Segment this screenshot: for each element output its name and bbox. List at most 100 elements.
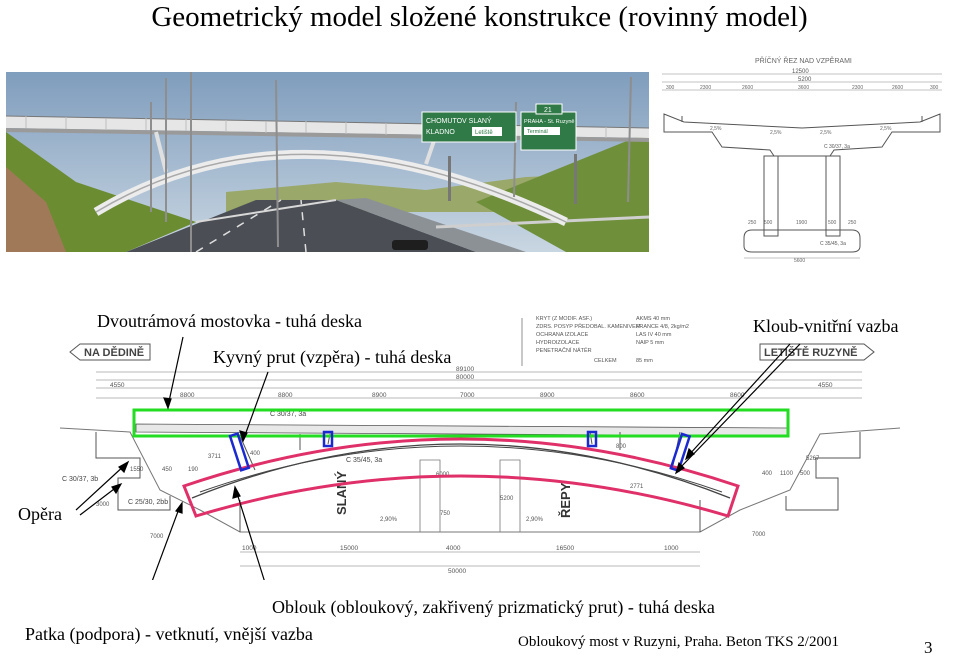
road-right: ŘEPY [558, 482, 573, 518]
arch-model-outline [182, 437, 740, 518]
cross-section-title: PŘÍČNÝ ŘEZ NAD VZPĚRAMI [755, 56, 852, 65]
small-dim-15: 400 [762, 471, 773, 477]
deck-model-box [132, 408, 790, 438]
xsec-dim-top-5: 2600 [892, 85, 903, 91]
slide-title: Geometrický model složené konstrukce (ro… [151, 1, 808, 33]
material-1: C 35/45, 3a [346, 457, 382, 464]
xsec-dim-top-6: 300 [930, 85, 939, 91]
small-dim-13: 7000 [752, 532, 766, 538]
sign-top: 21 [544, 107, 552, 114]
sign-right-line1: PRAHA - St. Ruzyně [524, 119, 574, 125]
xsec-dim-low-0: 250 [748, 220, 757, 226]
legend-row-3-value: NAIP 5 mm [636, 340, 664, 346]
bottom-dim-3: 16500 [556, 545, 574, 552]
legend-row-5-label: CELKEM [594, 358, 617, 364]
xsec-dim-top-4: 2300 [852, 85, 863, 91]
sign-left-badge: Letiště [475, 130, 493, 136]
label-footing: Patka (podpora) - vetknutí, vnější vazba [25, 624, 313, 644]
bottom-dim-4: 1000 [664, 545, 679, 552]
xsec-concrete-0: C 30/37, 3a [824, 144, 850, 150]
small-dim-11: 5267 [806, 456, 820, 462]
label-abutment: Opěra [18, 504, 62, 524]
material-3: C 25/30, 2bb [128, 499, 168, 506]
small-dim-4: 750 [440, 511, 451, 517]
dir-right: LETIŠTĚ RUZYNĚ [764, 346, 858, 359]
span-dim-2: 8800 [278, 392, 293, 399]
legend-row-2-label: OCHRANA IZOLACE [536, 332, 589, 338]
dir-left: NA DĚDINĚ [84, 346, 144, 359]
material-2: C 30/37, 3b [62, 476, 98, 483]
span-dim-4: 8900 [540, 392, 555, 399]
span-dim-7: 4550 [818, 382, 833, 389]
xsec-dim-top-2: 2600 [742, 85, 753, 91]
grade-left: 2,90% [380, 517, 398, 523]
xsec-dim-low-1: 500 [764, 220, 773, 226]
bottom-total: 50000 [448, 568, 466, 575]
small-dim-14: 400 [250, 451, 261, 457]
top-dim-0: 89100 [456, 366, 474, 373]
span-dim-1: 8800 [180, 392, 195, 399]
xsec-dim-top-0: 300 [666, 85, 675, 91]
xsec-dim-mid: 5200 [798, 77, 812, 83]
legend-row-2-value: LAS IV 40 mm [636, 332, 672, 338]
small-dim-5: 5200 [500, 496, 514, 502]
road-left: SLANÝ [334, 471, 349, 515]
small-dim-0: 1550 [130, 467, 144, 473]
sign-left-line2: KLADNO [426, 129, 455, 136]
bottom-dim-1: 15000 [340, 545, 358, 552]
small-dim-3: 3711 [208, 454, 222, 460]
bottom-dim-2: 4000 [446, 545, 461, 552]
legend-row-4-label: PENETRAČNÍ NÁTĚR [536, 346, 592, 354]
strut-model-2 [322, 430, 334, 448]
small-dim-8: 2771 [630, 484, 644, 490]
strut-model-4 [669, 432, 692, 473]
xsec-dim-bottom: 5600 [794, 258, 805, 262]
strut-model-1 [228, 431, 251, 472]
small-dim-2: 190 [188, 467, 199, 473]
xsec-slope-3: 2,5% [880, 126, 892, 132]
xsec-slope-0: 2,5% [710, 126, 722, 132]
small-dim-1: 450 [162, 467, 173, 473]
small-dim-6: 7000 [150, 534, 164, 540]
grade-right: 2,90% [526, 517, 544, 523]
small-dim-12: 3000 [96, 502, 110, 508]
xsec-dim-total: 12500 [792, 69, 809, 75]
span-dim-5: 8600 [630, 392, 645, 399]
span-dim-3: 8900 [372, 392, 387, 399]
bridge-elevation-drawing: NA DĚDINĚ LETIŠTĚ RUZYNĚ KRYT (Z MODIF. … [59, 316, 901, 580]
legend-row-1-value: FRANCE 4/8, 2kg/m2 [636, 324, 689, 330]
small-dim-16: 800 [616, 444, 627, 450]
span-dim-6: 8600 [730, 392, 745, 399]
label-deck: Dvoutrámová mostovka - tuhá deska [97, 311, 362, 331]
label-strut: Kyvný prut (vzpěra) - tuhá deska [213, 347, 452, 367]
xsec-concrete-1: C 35/45, 3a [820, 241, 846, 247]
sign-right-line2: Terminál [527, 129, 548, 135]
xsec-dim-top-3: 3600 [798, 85, 809, 91]
bridge-photo: CHOMUTOV SLANÝ KLADNO Letiště PRAHA - St… [6, 72, 649, 252]
xsec-slope-2: 2,5% [820, 130, 832, 136]
small-dim-9: 1100 [780, 471, 794, 477]
legend-row-1-label: ZDRS. POSYP PŘEDOBAL. KAMENIVEM [536, 322, 641, 330]
sign-left-line1: CHOMUTOV SLANÝ [426, 116, 492, 125]
xsec-dim-low-2: 1900 [796, 220, 807, 226]
legend-row-5-value: 85 mm [636, 358, 653, 364]
page-number: 3 [924, 638, 933, 657]
legend-row-0-value: AKMS 40 mm [636, 316, 670, 322]
xsec-dim-top-1: 2300 [700, 85, 711, 91]
small-dim-10: 500 [800, 471, 811, 477]
cross-section-drawing: PŘÍČNÝ ŘEZ NAD VZPĚRAMI 12500 5200 300 2… [662, 56, 942, 262]
xsec-dim-low-4: 250 [848, 220, 857, 226]
source-caption: Obloukový most v Ruzyni, Praha. Beton TK… [518, 634, 839, 650]
top-dim-1: 80000 [456, 374, 474, 381]
strut-model-3 [586, 430, 598, 448]
top-dim-2: 7000 [460, 392, 475, 399]
material-0: C 30/37, 3a [270, 411, 306, 418]
label-arch: Oblouk (obloukový, zakřivený prizmatický… [272, 597, 715, 617]
legend-row-0-label: KRYT (Z MODIF. ASF.) [536, 316, 592, 322]
bottom-dim-0: 1000 [242, 545, 257, 552]
label-hinge: Kloub-vnitřní vazba [753, 316, 899, 336]
legend-row-3-label: HYDROIZOLACE [536, 340, 580, 346]
xsec-dim-low-3: 500 [828, 220, 837, 226]
span-dim-0: 4550 [110, 382, 125, 389]
xsec-slope-1: 2,5% [770, 130, 782, 136]
